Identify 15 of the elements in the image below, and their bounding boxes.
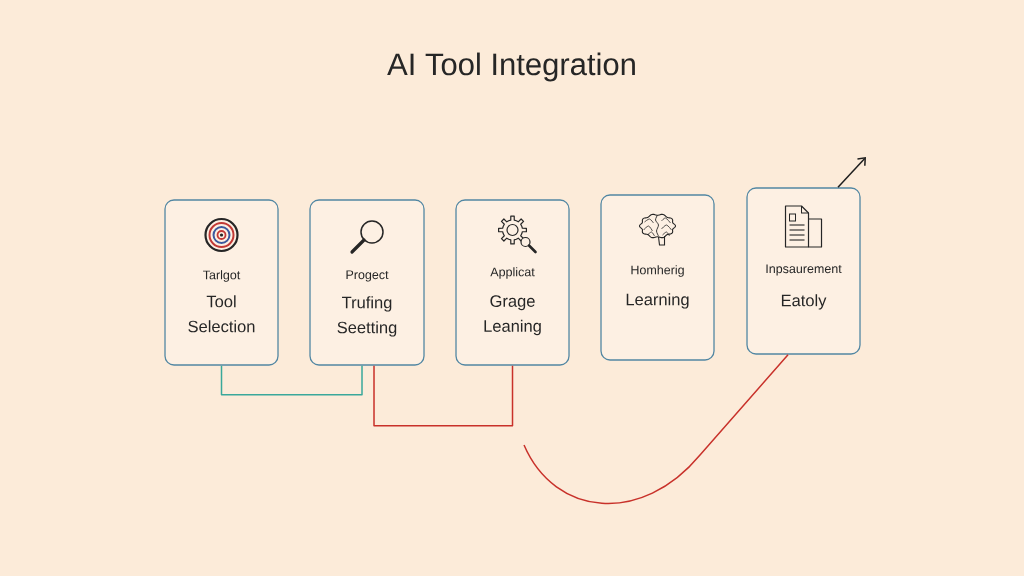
step-heading: Inpsaurement (766, 264, 842, 276)
connector (837, 157, 866, 189)
connector (373, 364, 514, 427)
step-heading: Tarlgot (203, 270, 241, 282)
step-label: Trufing Seetting (337, 296, 397, 337)
step-label: Eatoly (781, 294, 827, 310)
step-heading: Homherig (631, 265, 684, 277)
title: AI Tool Integration (387, 52, 635, 82)
step-label: Learning (626, 293, 689, 309)
connector (523, 353, 789, 504)
step-label: Tool Selection (188, 295, 255, 333)
connector (220, 364, 363, 396)
step-heading: Progect (346, 270, 389, 282)
step-heading: Applicat (490, 267, 535, 279)
step-label: Grage Leaning (484, 295, 541, 336)
